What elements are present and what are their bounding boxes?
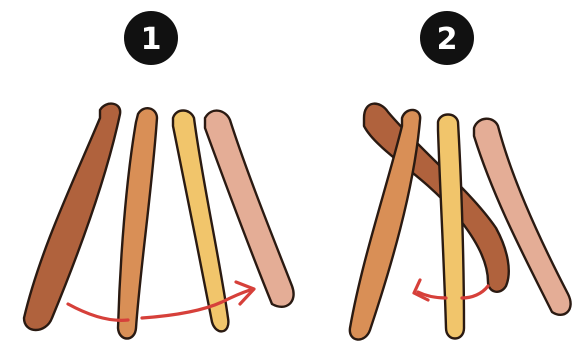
step-2-badge: 2 [420,11,474,65]
step-2-number: 2 [437,22,458,57]
step-1-number: 1 [141,22,162,57]
panel-1-orange-strand [118,108,157,338]
panel-2-yellow-strand [438,115,464,339]
panel-2-arrow-head [414,280,428,300]
panel-step-2: 2 [350,11,571,340]
step-1-badge: 1 [124,11,178,65]
panel-1-arrow-curve-right [142,290,250,318]
panel-step-1: 1 [24,11,294,339]
panel-2-arrow-curve [462,286,488,298]
panel-1-dark-brown-strand [24,104,120,330]
